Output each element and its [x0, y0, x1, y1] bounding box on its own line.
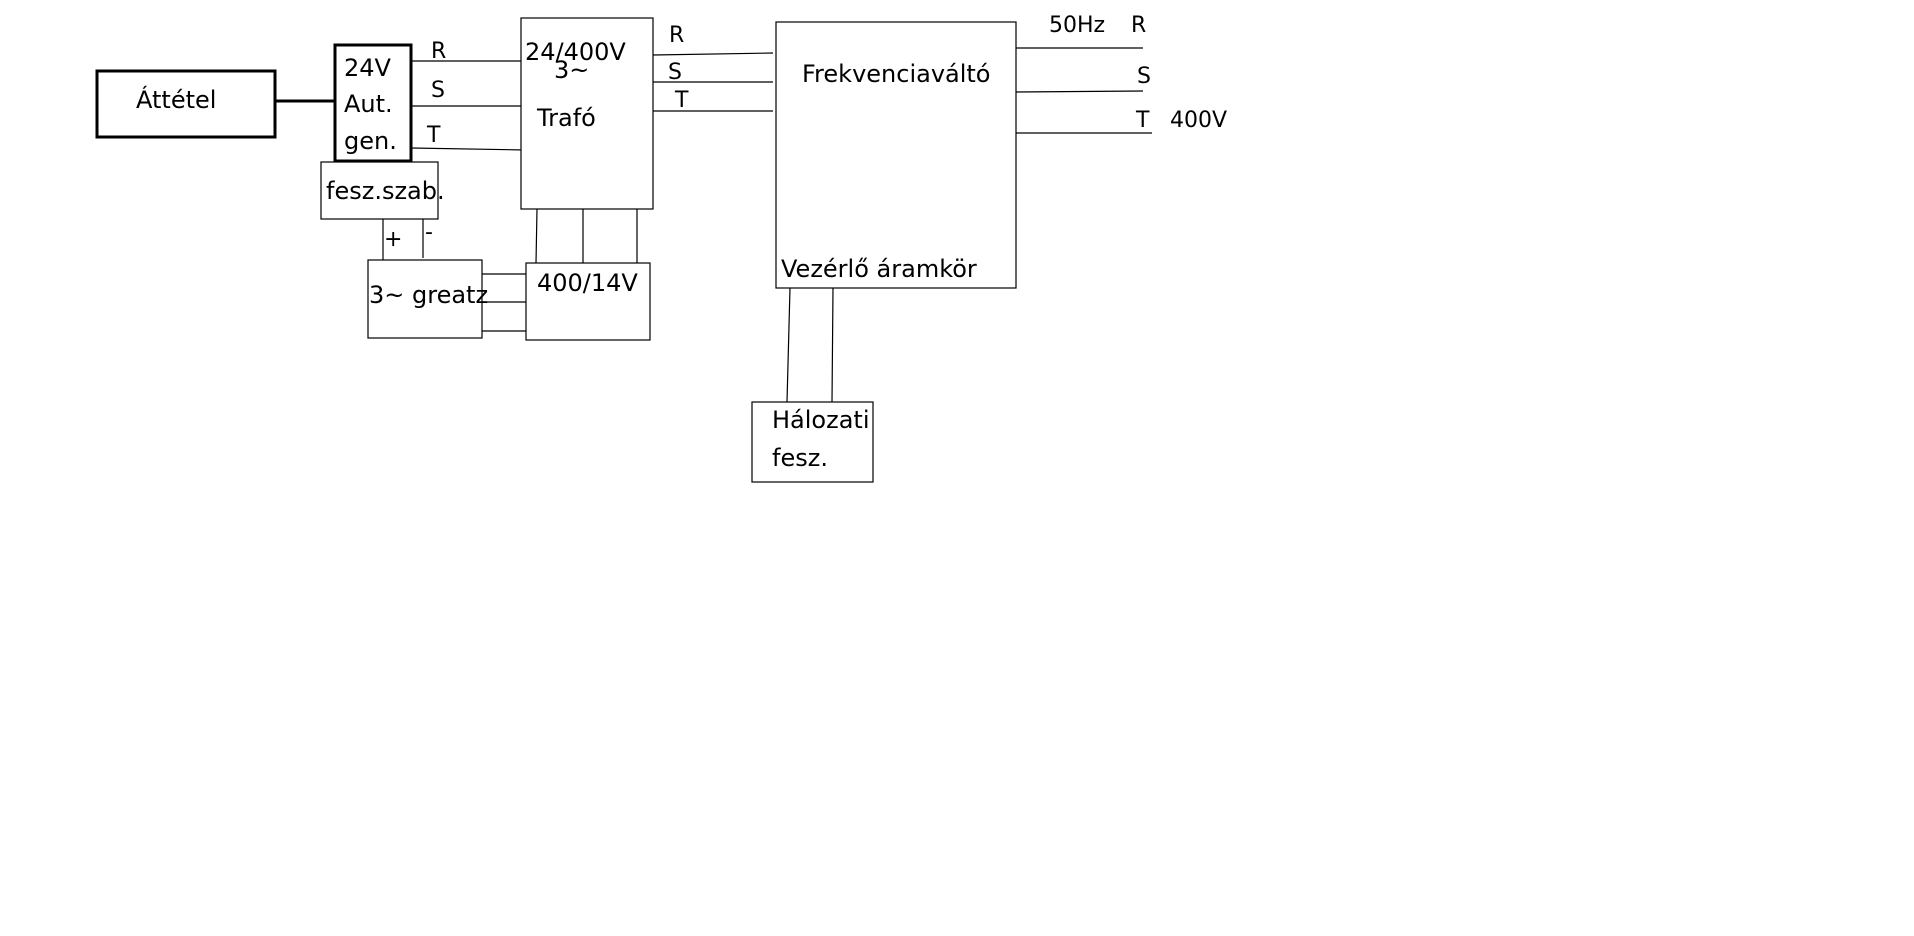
fesz-szab-label: fesz.szab.: [326, 177, 445, 205]
generator-box: [333, 43, 413, 163]
mains-wire-2: [831, 287, 834, 403]
trafo-small-wire-1: [535, 208, 538, 264]
output-voltage: 400V: [1170, 108, 1227, 133]
small-trafo-label: 400/14V: [537, 269, 638, 297]
mains-wire-1: [786, 287, 791, 403]
generator-label-line1: 24V: [344, 54, 392, 82]
greatz-box: [367, 259, 483, 339]
vezerlo-label: Vezérlő áramkör: [781, 255, 977, 283]
attetel-label: Áttétel: [136, 85, 216, 114]
trafo-wire-r: [652, 52, 774, 56]
trafo-box: [520, 17, 654, 210]
gen-phase-r: R: [431, 39, 446, 64]
trafo-phase-t: T: [674, 88, 689, 113]
minus-label: -: [425, 220, 433, 245]
halozati-label-line1: Hálozati: [772, 406, 870, 434]
trafo-name: Trafó: [536, 104, 596, 132]
generator-label-line3: gen.: [344, 127, 397, 155]
plus-label: +: [384, 227, 402, 252]
trafo-phase: 3~: [554, 56, 589, 84]
trafo-phase-s: S: [668, 60, 682, 85]
output-phase-t: T: [1135, 108, 1150, 133]
trafo-rating: 24/400V: [525, 38, 626, 66]
generator-label-line2: Aut.: [344, 90, 393, 118]
fesz-szab-box: [320, 161, 439, 220]
gen-phase-s: S: [431, 78, 445, 103]
output-phase-r: R: [1131, 13, 1146, 38]
gen-wire-t: [410, 147, 527, 151]
output-phase-s: S: [1137, 64, 1151, 89]
frekvenciavalto-box: [775, 21, 1017, 289]
trafo-phase-r: R: [669, 23, 684, 48]
attetel-box: [95, 69, 277, 139]
halozati-box: [751, 401, 874, 483]
greatz-label: 3~ greatz: [369, 281, 488, 309]
frekvenciavalto-label: Frekvenciaváltó: [802, 60, 990, 88]
output-wire-s: [1015, 90, 1144, 93]
gen-phase-t: T: [426, 123, 441, 148]
output-frequency: 50Hz: [1049, 13, 1105, 38]
small-trafo-box: [525, 262, 651, 341]
halozati-label-line2: fesz.: [772, 444, 828, 472]
